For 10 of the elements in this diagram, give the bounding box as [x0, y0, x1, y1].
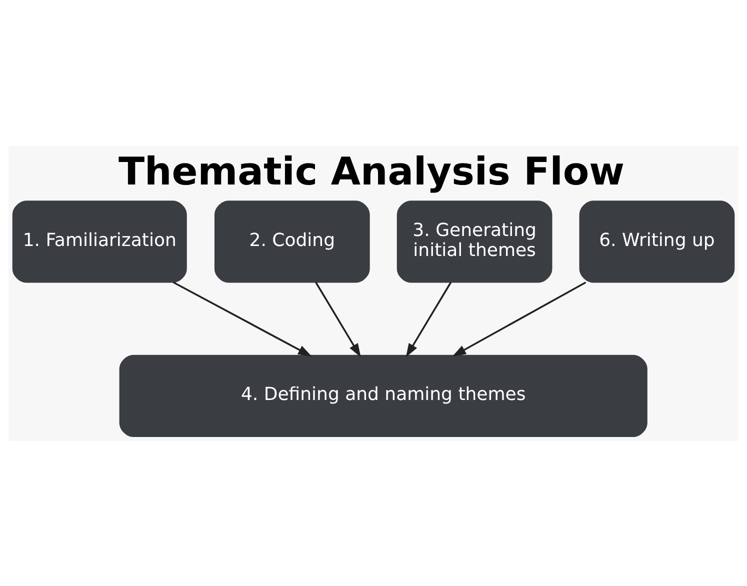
node-box: 2. Coding: [214, 200, 370, 282]
arrow: [406, 281, 452, 357]
node-box: 6. Writing up: [579, 200, 735, 282]
node-box: 3. Generating initial themes: [396, 200, 552, 282]
diagram-title: Thematic Analysis Flow: [118, 149, 625, 194]
arrow: [315, 281, 361, 357]
node-box: 1. Familiarization: [12, 200, 187, 282]
arrow: [173, 281, 312, 356]
node-box: 4. Defining and naming themes: [119, 354, 648, 437]
arrow: [452, 281, 586, 356]
